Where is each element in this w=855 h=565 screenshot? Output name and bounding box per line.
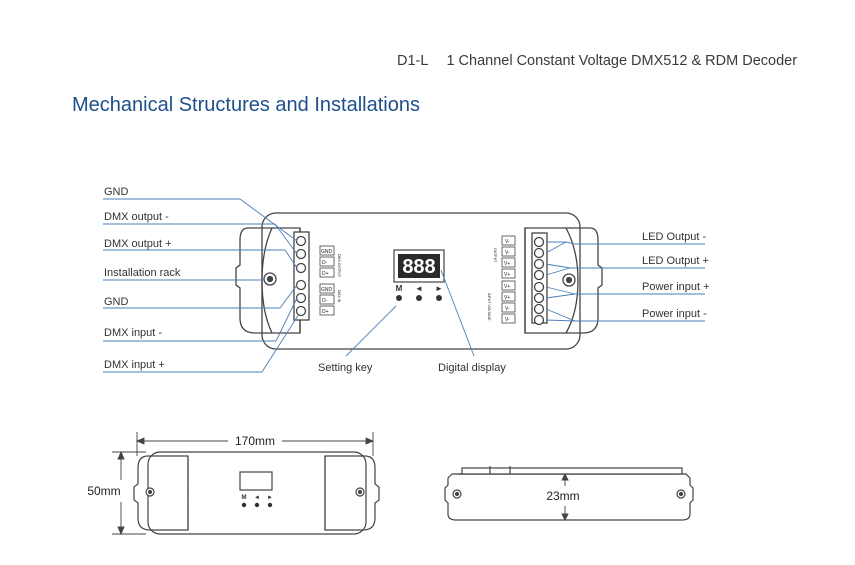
label-installation-rack: Installation rack [104,267,181,279]
front-key-m-dot [241,502,247,508]
section-title: Mechanical Structures and Installations [72,94,420,116]
key-right-label: ► [435,284,443,293]
right-tag-3: V+ [504,261,510,267]
right-group-tag-in: INPUT VOLTAGE [487,293,491,321]
label-dmx-input-plus: DMX input + [104,359,165,371]
right-tag-7: V- [505,306,510,312]
left-tag-1: GND [321,249,333,255]
label-dmx-input-minus: DMX input - [104,327,162,339]
key-left-label: ◄ [415,284,423,293]
right-tag-2: V- [505,250,510,256]
label-led-output-minus: LED Output - [642,231,707,243]
label-setting-key: Setting key [318,362,373,374]
device-front-view [133,451,380,535]
key-m-button[interactable] [396,295,402,301]
right-tag-1: V- [505,239,510,245]
front-key-right: ► [267,495,273,501]
left-tag-3: D+ [322,271,329,277]
front-key-left-dot [254,502,260,508]
label-dmx-output-plus: DMX output + [104,238,172,250]
height-dimension [112,450,146,536]
dimension-length: 170mm [235,434,275,448]
model-code: D1-L [397,53,429,69]
label-power-input-minus: Power input - [642,308,707,320]
key-m-label: M [396,284,403,293]
left-group-tag-out: DMX OUTPUT [337,254,341,278]
right-group-tag-out: OUTPUT [493,248,497,263]
display-digits: 888 [402,256,435,278]
right-tag-8: V- [505,317,510,323]
device-top-view [235,212,603,350]
front-key-right-dot [267,502,273,508]
label-gnd-out: GND [104,186,129,198]
device-side-view [444,466,694,521]
left-tag-5: D- [322,298,328,304]
left-group-tag-in: DMX IN [337,290,341,303]
label-gnd-in: GND [104,296,129,308]
leader-lines [103,198,705,373]
key-right-button[interactable] [436,295,442,301]
document-header: D1-L 1 Channel Constant Voltage DMX512 & … [397,53,797,69]
right-tag-4: V+ [504,272,510,278]
label-led-output-plus: LED Output + [642,255,709,267]
label-dmx-output-minus: DMX output - [104,211,169,223]
label-power-input-plus: Power input + [642,281,710,293]
product-title: 1 Channel Constant Voltage DMX512 & RDM … [446,53,798,69]
left-tag-6: D+ [322,309,329,315]
front-key-left: ◄ [254,495,260,501]
key-left-button[interactable] [416,295,422,301]
right-tag-5: V+ [504,284,510,290]
depth-dimension [561,472,569,522]
dimension-depth: 23mm [546,489,579,503]
left-tag-4: GND [321,287,333,293]
front-key-m: M [242,495,247,501]
right-tag-6: V+ [504,295,510,301]
dimension-height: 50mm [87,484,120,498]
label-digital-display: Digital display [438,362,506,374]
left-tag-2: D- [322,260,328,266]
